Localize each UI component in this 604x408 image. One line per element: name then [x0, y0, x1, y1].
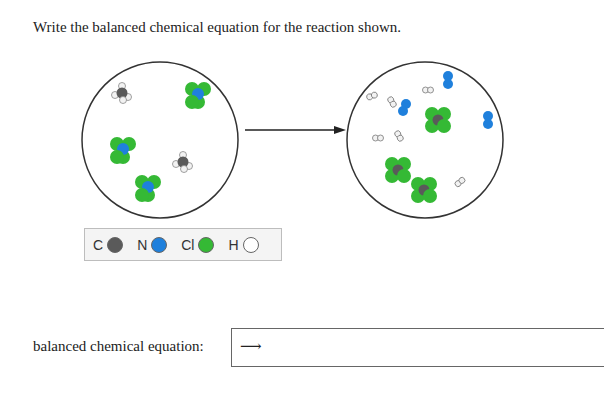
legend-text: Cl [181, 237, 194, 253]
legend-box: C N Cl H [84, 228, 282, 261]
legend-swatch [243, 237, 259, 253]
legend-text: N [137, 237, 147, 253]
legend-swatch [107, 237, 123, 253]
legend-entry: N [137, 237, 167, 253]
question-text: Write the balanced chemical equation for… [33, 19, 401, 36]
legend-entry: C [93, 237, 123, 253]
legend-entry: Cl [181, 237, 214, 253]
answer-box: ⟶ [231, 328, 604, 367]
legend-entry: H [228, 237, 258, 253]
legend-text: H [228, 237, 238, 253]
legend-swatch [151, 237, 167, 253]
legend-text: C [93, 237, 103, 253]
legend-swatch [198, 237, 214, 253]
reaction-arrow: ⟶ [240, 338, 262, 354]
answer-label: balanced chemical equation: [33, 338, 204, 355]
